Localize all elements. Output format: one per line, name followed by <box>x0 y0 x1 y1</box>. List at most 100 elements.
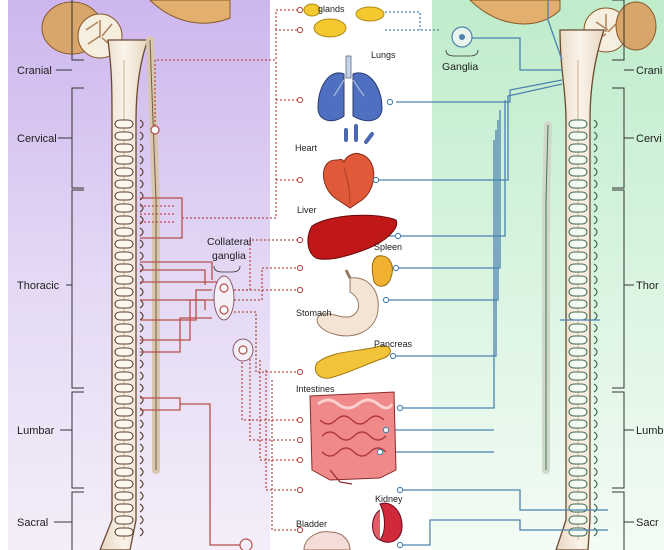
left-vertebra <box>115 396 133 404</box>
left-vertebra <box>115 504 133 512</box>
liver-label: Liver <box>297 205 317 215</box>
left-vertebra <box>115 192 133 200</box>
right-vertebra <box>569 288 587 296</box>
left-vertebra <box>115 144 133 152</box>
left-vertebra <box>115 480 133 488</box>
region-label-cranial: Cranial <box>17 65 52 77</box>
left-vertebra <box>115 348 133 356</box>
nerve-terminal <box>297 265 302 270</box>
region-label-lumbar: Lumbar <box>17 425 55 437</box>
left-vertebra <box>115 324 133 332</box>
nerve-terminal <box>297 7 302 12</box>
intestines-label: Intestines <box>296 384 335 394</box>
right-vertebra <box>569 528 587 536</box>
right-vertebra <box>569 468 587 476</box>
right-vertebra <box>569 204 587 212</box>
nerve-terminal <box>297 369 302 374</box>
right-vertebra <box>569 156 587 164</box>
region-label-thoracic: Thoracic <box>17 280 60 292</box>
nerve-terminal <box>397 487 402 492</box>
left-vertebra <box>115 492 133 500</box>
collateral-ganglia-label-line1: Collateral <box>207 236 251 248</box>
right-vertebra <box>569 180 587 188</box>
left-vertebra <box>115 300 133 308</box>
left-vertebra <box>115 216 133 224</box>
left-vertebra <box>115 168 133 176</box>
right-vertebra <box>569 408 587 416</box>
right-vertebra <box>569 432 587 440</box>
region-label-lumbar-right: Lumb <box>636 425 664 437</box>
nerve-terminal <box>373 177 378 182</box>
right-vertebra <box>569 396 587 404</box>
left-vertebra <box>115 204 133 212</box>
right-vertebra <box>569 240 587 248</box>
left-vertebra <box>115 528 133 536</box>
region-label-thoracic-right: Thor <box>636 280 659 292</box>
nerve-terminal <box>377 449 382 454</box>
pancreas-label: Pancreas <box>374 339 413 349</box>
region-label-sacral-right: Sacr <box>636 517 659 529</box>
collateral-ganglia-label-line2: ganglia <box>212 250 246 262</box>
right-vertebra <box>569 276 587 284</box>
nerve-terminal <box>297 97 302 102</box>
left-vertebra <box>115 384 133 392</box>
nerve-terminal <box>387 99 392 104</box>
left-vertebra <box>115 408 133 416</box>
intestines-icon <box>310 392 396 484</box>
lungs-label: Lungs <box>371 50 396 60</box>
right-vertebra <box>569 120 587 128</box>
right-vertebra <box>569 492 587 500</box>
stomach-label: Stomach <box>296 308 332 318</box>
right-vertebra <box>569 264 587 272</box>
right-vertebra <box>569 384 587 392</box>
left-vertebra <box>115 336 133 344</box>
left-vertebra <box>115 420 133 428</box>
right-vertebra <box>569 420 587 428</box>
nerve-terminal <box>297 487 302 492</box>
right-vertebra <box>569 228 587 236</box>
spleen-label: Spleen <box>374 242 402 252</box>
sympathetic-panel <box>8 0 270 550</box>
right-vertebra <box>569 324 587 332</box>
right-vertebra <box>569 132 587 140</box>
right-vertebra <box>569 144 587 152</box>
right-vertebra <box>569 192 587 200</box>
left-vertebra <box>115 276 133 284</box>
left-vertebra <box>115 444 133 452</box>
left-vertebra <box>115 456 133 464</box>
ganglia-label: Ganglia <box>442 61 478 73</box>
nerve-terminal <box>297 527 302 532</box>
nerve-terminal <box>297 287 302 292</box>
nerve-terminal <box>390 353 395 358</box>
right-vertebra <box>569 444 587 452</box>
right-vertebra <box>569 168 587 176</box>
glands-label: glands <box>318 4 345 14</box>
region-label-cervical-right: Cervi <box>636 133 662 145</box>
nerve-terminal <box>297 437 302 442</box>
left-vertebra <box>115 156 133 164</box>
left-vertebra <box>115 312 133 320</box>
right-vertebra <box>569 372 587 380</box>
left-vertebra <box>115 516 133 524</box>
left-vertebra <box>115 240 133 248</box>
heart-label: Heart <box>295 143 318 153</box>
nerve-terminal <box>397 542 402 547</box>
left-vertebra <box>115 252 133 260</box>
region-label-sacral: Sacral <box>17 517 48 529</box>
region-label-cranial-right: Crani <box>636 65 662 77</box>
right-vertebra <box>569 300 587 308</box>
left-vertebra <box>115 288 133 296</box>
left-vertebra <box>115 120 133 128</box>
nerve-terminal <box>393 265 398 270</box>
left-vertebra <box>115 372 133 380</box>
left-vertebra <box>115 180 133 188</box>
right-vertebra <box>569 312 587 320</box>
nerve-terminal <box>395 233 400 238</box>
nerve-terminal <box>383 297 388 302</box>
nerve-terminal <box>297 417 302 422</box>
nerve-terminal <box>397 405 402 410</box>
kidney-label: Kidney <box>375 494 403 504</box>
nerve-terminal <box>297 27 302 32</box>
